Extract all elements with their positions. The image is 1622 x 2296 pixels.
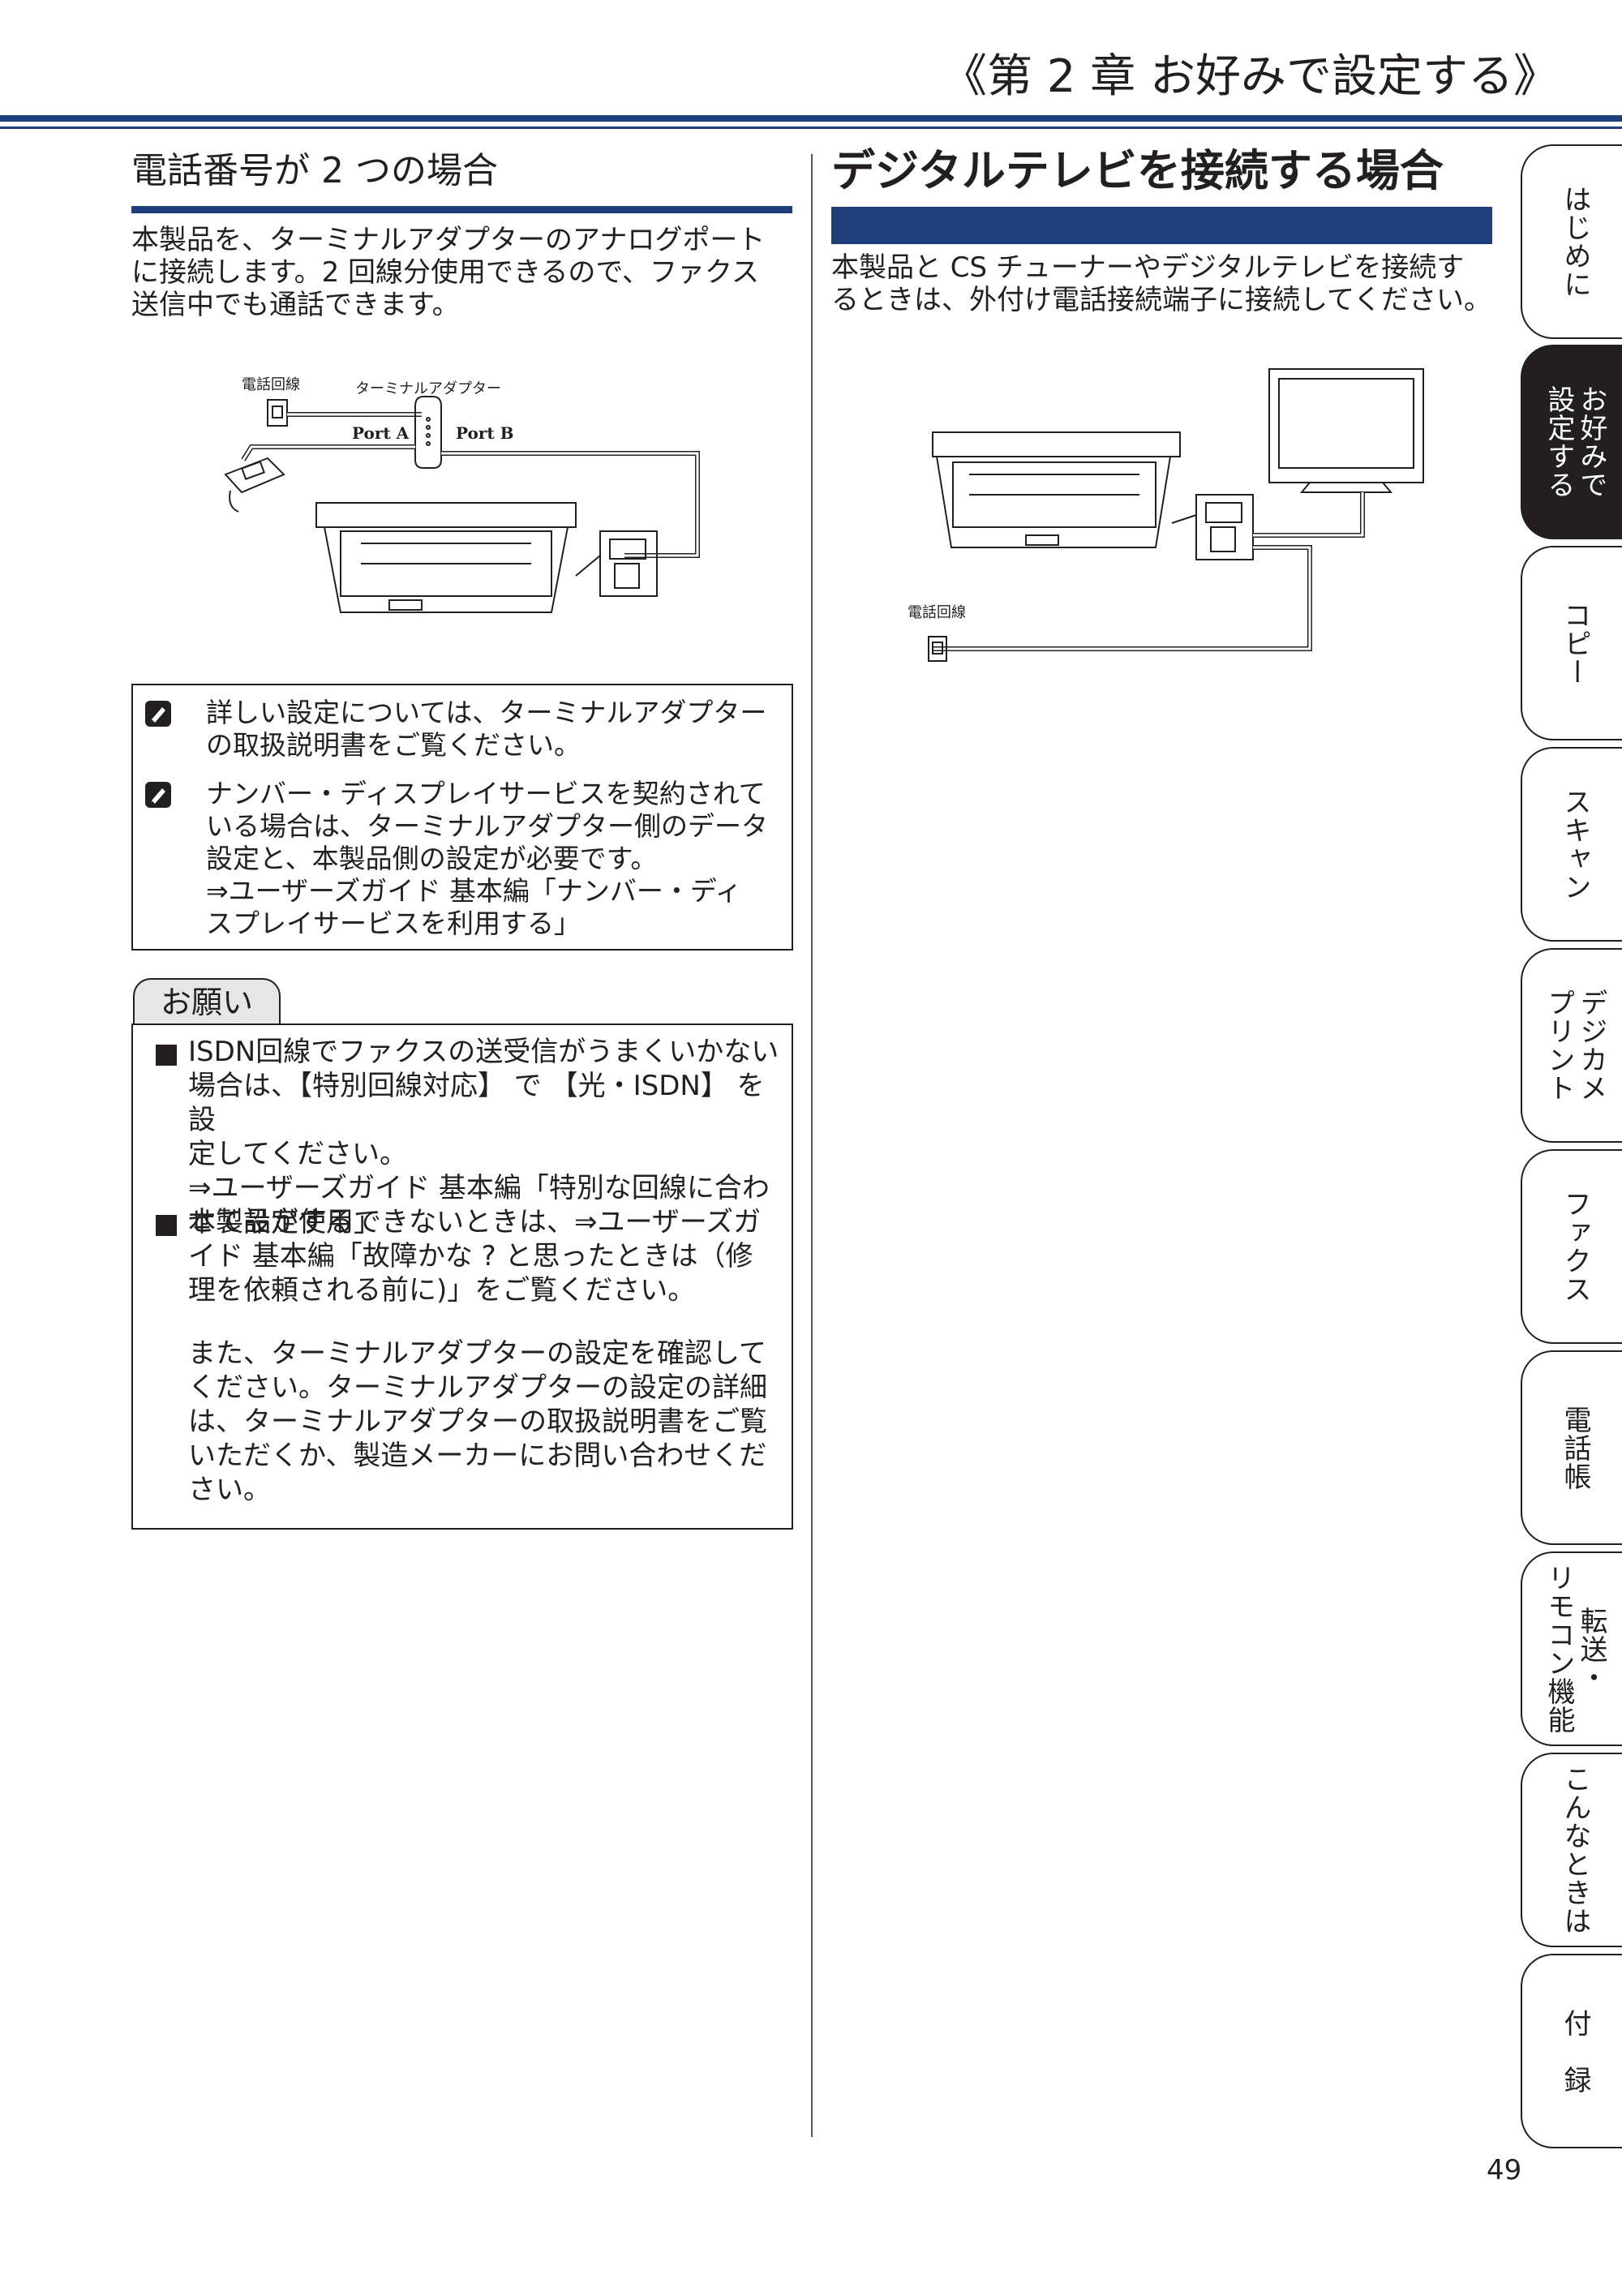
onegai-item: 本製品が使用できないときは、⇒ユーザーズガ イド 基本編「故障かな ? と思った… [188, 1206, 762, 1307]
onegai-extra-text: また、ターミナルアダプターの設定を確認して ください。ターミナルアダプターの設定… [188, 1337, 767, 1506]
side-tab-photo-print[interactable]: デジカメ プリント [1521, 948, 1622, 1143]
side-tab-copy[interactable]: コピー [1521, 546, 1622, 740]
digital-tv-diagram: 電話回線 [908, 368, 1424, 662]
terminal-adapter-diagram: 電話回線 ターミナルアダプター Port A Port B [224, 376, 700, 613]
memo-icon [145, 701, 171, 727]
page-number: 49 [1487, 2154, 1522, 2187]
memo-icon [145, 782, 171, 808]
diagram-port-b-label: Port B [456, 423, 513, 443]
note-item: ナンバー・ディスプレイサービスを契約されて いる場合は、ターミナルアダプター側の… [144, 778, 777, 944]
side-tab-hajimeni[interactable]: はじめに [1521, 144, 1622, 339]
diagram-phone-line-label: 電話回線 [908, 604, 966, 621]
bullet-square [156, 1045, 177, 1066]
right-intro-text: 本製品と CS チューナーやデジタルテレビを接続す るときは、外付け電話接続端子… [831, 251, 1491, 316]
side-tab-appendix[interactable]: 付 録 [1521, 1954, 1622, 2148]
side-tab-troubleshooting[interactable]: こんなときは [1521, 1753, 1622, 1947]
header-rule [0, 115, 1622, 122]
note-item: 詳しい設定については、ターミナルアダプター の取扱説明書をご覧ください。 [144, 697, 777, 770]
onegai-title: お願い [133, 978, 281, 1025]
side-tab-scan[interactable]: スキャン [1521, 747, 1622, 942]
side-tab-phonebook[interactable]: 電話帳 [1521, 1350, 1622, 1545]
diagram-phone-line-label: 電話回線 [242, 376, 300, 393]
side-tab-forwarding-remote[interactable]: 転送・ リモコン機能 [1521, 1551, 1622, 1746]
bullet-square [156, 1215, 177, 1236]
side-tab-fax[interactable]: ファクス [1521, 1149, 1622, 1344]
header-rule-thin [0, 127, 1622, 129]
section-heading-digital-tv: デジタルテレビを接続する場合 [831, 145, 1444, 196]
onegai-item: ISDN回線でファクスの送受信がうまくいかない 場合は、【特別回線対応】 で 【… [188, 1036, 779, 1238]
note-box: 詳しい設定については、ターミナルアダプター の取扱説明書をご覧ください。 ナンバ… [131, 684, 793, 951]
diagram-adapter-label: ターミナルアダプター [355, 380, 501, 397]
diagram-port-a-label: Port A [352, 423, 410, 443]
side-tab-settings[interactable]: お好みで 設定する [1521, 345, 1622, 539]
column-divider [811, 154, 813, 2137]
section-heading-bar [831, 207, 1492, 244]
chapter-title: 《第 2 章 お好みで設定する》 [941, 50, 1559, 103]
section-heading-two-numbers: 電話番号が 2 つの場合 [131, 150, 498, 191]
left-intro-text: 本製品を、ターミナルアダプターのアナログポート に接続します。2 回線分使用でき… [131, 224, 766, 321]
section-heading-rule [131, 206, 792, 213]
onegai-box: ISDN回線でファクスの送受信がうまくいかない 場合は、【特別回線対応】 で 【… [131, 1024, 793, 1530]
